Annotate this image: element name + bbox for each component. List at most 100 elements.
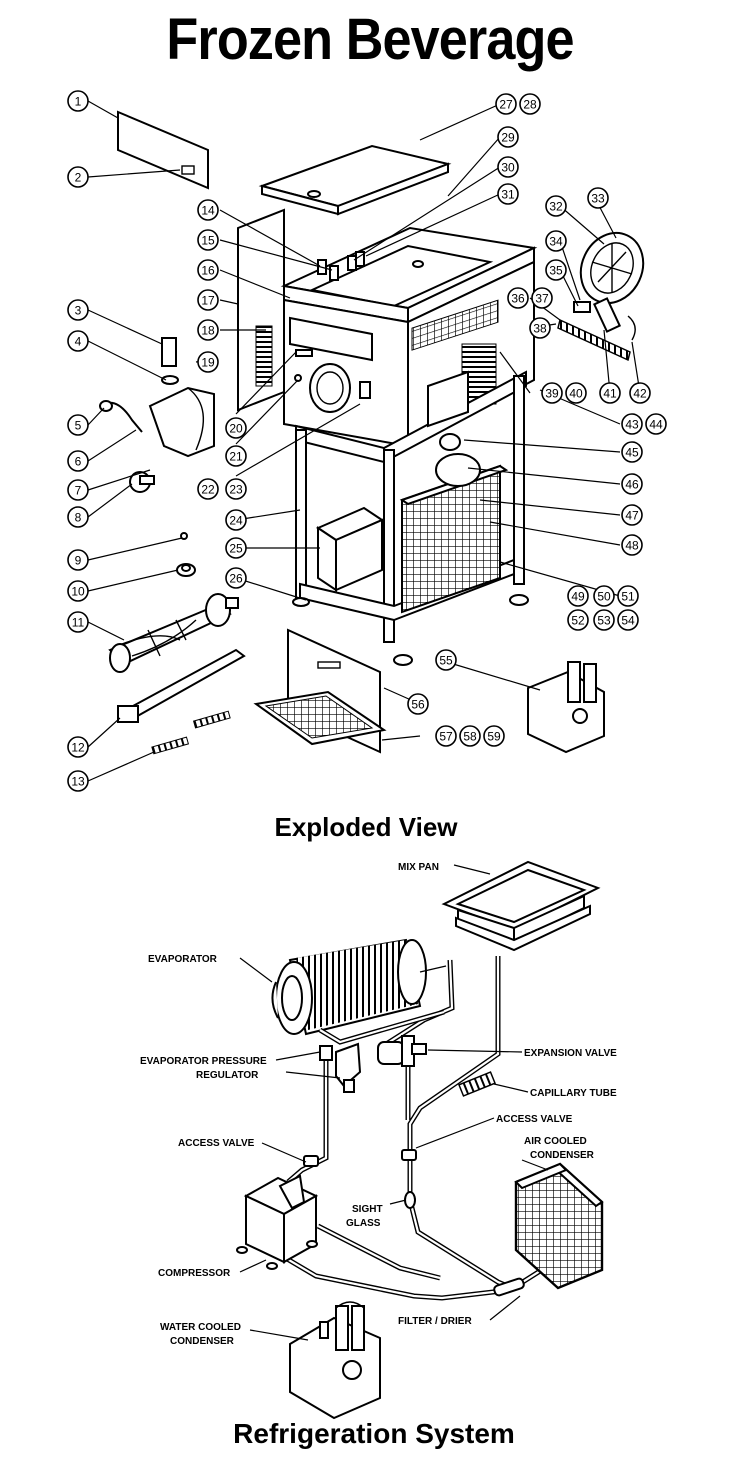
scraper-spring xyxy=(151,736,190,755)
callout-number: 25 xyxy=(229,542,243,556)
callout-24: 24 xyxy=(225,509,247,531)
callout-number: 40 xyxy=(569,387,583,401)
callout-number: 52 xyxy=(571,614,585,628)
callout-51: 51 xyxy=(617,585,639,607)
access-valve-left-part xyxy=(303,1155,319,1167)
callout-number: 9 xyxy=(75,554,82,568)
callout-23: 23 xyxy=(225,478,247,500)
mix-pan-part xyxy=(441,860,601,952)
callout-number: 22 xyxy=(201,483,215,497)
callout-12: 12 xyxy=(67,736,89,758)
callout-number: 42 xyxy=(633,387,647,401)
callout-28: 28 xyxy=(519,93,541,115)
label-evaporator: EVAPORATOR xyxy=(148,954,218,965)
label-mix-pan: MIX PAN xyxy=(398,862,439,873)
callout-number: 33 xyxy=(591,192,605,206)
label-access-valve-right: ACCESS VALVE xyxy=(496,1114,573,1125)
scraper-blade xyxy=(119,648,246,720)
callout-43: 43 xyxy=(621,413,643,435)
callout-number: 16 xyxy=(201,264,215,278)
water-cooled-condenser-ref-part xyxy=(289,1301,381,1420)
callout-number: 21 xyxy=(229,450,243,464)
callout-number: 56 xyxy=(411,698,425,712)
callout-34: 34 xyxy=(545,230,567,252)
label-filter-drier: FILTER / DRIER xyxy=(398,1316,472,1327)
callout-35: 35 xyxy=(545,259,567,281)
callout-number: 10 xyxy=(71,585,85,599)
page-title: Frozen Beverage xyxy=(166,7,574,72)
callout-number: 32 xyxy=(549,200,563,214)
callout-44: 44 xyxy=(645,413,667,435)
callout-9: 9 xyxy=(67,549,89,571)
callout-26: 26 xyxy=(225,567,247,589)
air-cooled-condenser-ref-part xyxy=(514,1162,604,1290)
callout-number: 26 xyxy=(229,572,243,586)
callout-37: 37 xyxy=(531,287,553,309)
exploded-view-subtitle: Exploded View xyxy=(274,812,458,842)
callout-number: 43 xyxy=(625,418,639,432)
callout-36: 36 xyxy=(507,287,529,309)
callout-54: 54 xyxy=(617,609,639,631)
callout-59: 59 xyxy=(483,725,505,747)
callout-number: 7 xyxy=(75,484,82,498)
callout-55: 55 xyxy=(435,649,457,671)
label-water-cooled-condenser-line1: WATER COOLED xyxy=(160,1322,241,1333)
callout-number: 20 xyxy=(229,422,243,436)
callout-41: 41 xyxy=(599,382,621,404)
capillary-tube-part xyxy=(458,1071,496,1097)
callout-22: 22 xyxy=(197,478,219,500)
callout-number: 15 xyxy=(201,234,215,248)
callout-number: 31 xyxy=(501,188,515,202)
callout-19: 19 xyxy=(197,351,219,373)
callout-3: 3 xyxy=(67,299,89,321)
filter-drier-part xyxy=(493,1277,525,1297)
label-access-valve-left: ACCESS VALVE xyxy=(178,1138,255,1149)
callout-number: 4 xyxy=(75,335,82,349)
callout-number: 35 xyxy=(549,264,563,278)
callout-39: 39 xyxy=(541,382,563,404)
callout-15: 15 xyxy=(197,229,219,251)
compressor-part xyxy=(315,506,385,592)
gear-motor-assembly xyxy=(557,231,645,362)
callout-number: 55 xyxy=(439,654,453,668)
callout-number: 2 xyxy=(75,171,82,185)
callout-number: 37 xyxy=(535,292,549,306)
callout-number: 11 xyxy=(72,616,85,630)
callout-number: 57 xyxy=(439,730,453,744)
callout-number: 5 xyxy=(75,419,82,433)
callout-number: 49 xyxy=(571,590,585,604)
callout-number: 29 xyxy=(501,131,515,145)
callout-4: 4 xyxy=(67,330,89,352)
callout-number: 39 xyxy=(545,387,559,401)
callout-number: 58 xyxy=(463,730,477,744)
callout-50: 50 xyxy=(593,585,615,607)
callout-number: 1 xyxy=(75,95,82,109)
compressor-ref-part xyxy=(236,1174,319,1270)
callout-7: 7 xyxy=(67,479,89,501)
callout-number: 45 xyxy=(625,446,639,460)
callout-number: 48 xyxy=(625,539,639,553)
callout-21: 21 xyxy=(225,445,247,467)
callout-48: 48 xyxy=(621,534,643,556)
callout-52: 52 xyxy=(567,609,589,631)
evaporator-pressure-regulator-part xyxy=(319,1042,362,1093)
callout-57: 57 xyxy=(435,725,457,747)
label-air-cooled-condenser-line1: AIR COOLED xyxy=(524,1136,587,1147)
callout-number: 47 xyxy=(625,509,639,523)
label-expansion-valve: EXPANSION VALVE xyxy=(524,1048,617,1059)
callout-number: 23 xyxy=(229,483,243,497)
callout-49: 49 xyxy=(567,585,589,607)
callout-5: 5 xyxy=(67,414,89,436)
label-compressor: COMPRESSOR xyxy=(158,1268,231,1279)
callout-20: 20 xyxy=(225,417,247,439)
callout-40: 40 xyxy=(565,382,587,404)
callout-number: 30 xyxy=(501,161,515,175)
label-water-cooled-condenser-line2: CONDENSER xyxy=(170,1336,235,1347)
callout-number: 36 xyxy=(511,292,525,306)
label-evaporator-pressure-regulator-line2: REGULATOR xyxy=(196,1070,259,1081)
callout-number: 34 xyxy=(549,235,563,249)
callout-number: 53 xyxy=(597,614,611,628)
callout-8: 8 xyxy=(67,506,89,528)
label-capillary-tube: CAPILLARY TUBE xyxy=(530,1088,617,1099)
